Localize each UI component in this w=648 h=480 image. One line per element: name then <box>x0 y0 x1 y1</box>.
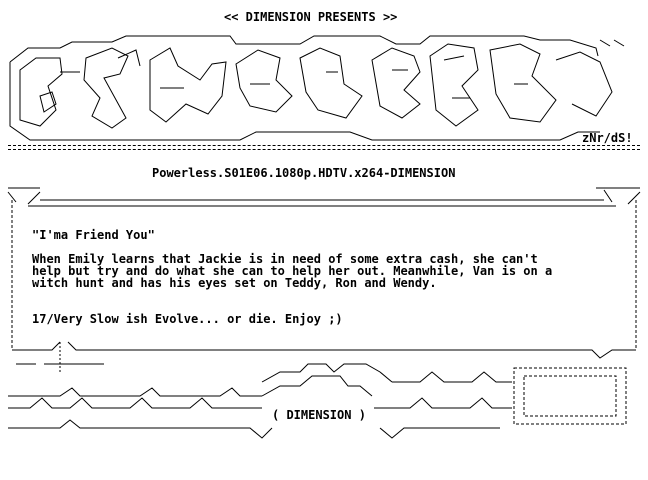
group-logo-art <box>9 35 625 141</box>
double-rule-2 <box>8 149 640 150</box>
plot-line-1: When Emily learns that Jackie is in need… <box>32 252 538 266</box>
double-rule <box>8 145 640 146</box>
info-box-frame <box>7 187 641 372</box>
footer-art <box>8 363 627 439</box>
plot-line-3: witch hunt and has his eyes set on Teddy… <box>32 276 437 290</box>
release-notes: 17/Very Slow ish Evolve... or die. Enjoy… <box>32 312 343 326</box>
footer-group-label: ( DIMENSION ) <box>272 408 366 422</box>
episode-title: "I'ma Friend You" <box>32 228 155 242</box>
release-name: Powerless.S01E06.1080p.HDTV.x264-DIMENSI… <box>152 166 456 180</box>
presents-title: << DIMENSION PRESENTS >> <box>224 10 398 24</box>
art-tag: zNr/dS! <box>582 131 633 145</box>
plot-line-2: help but try and do what she can to help… <box>32 264 553 278</box>
